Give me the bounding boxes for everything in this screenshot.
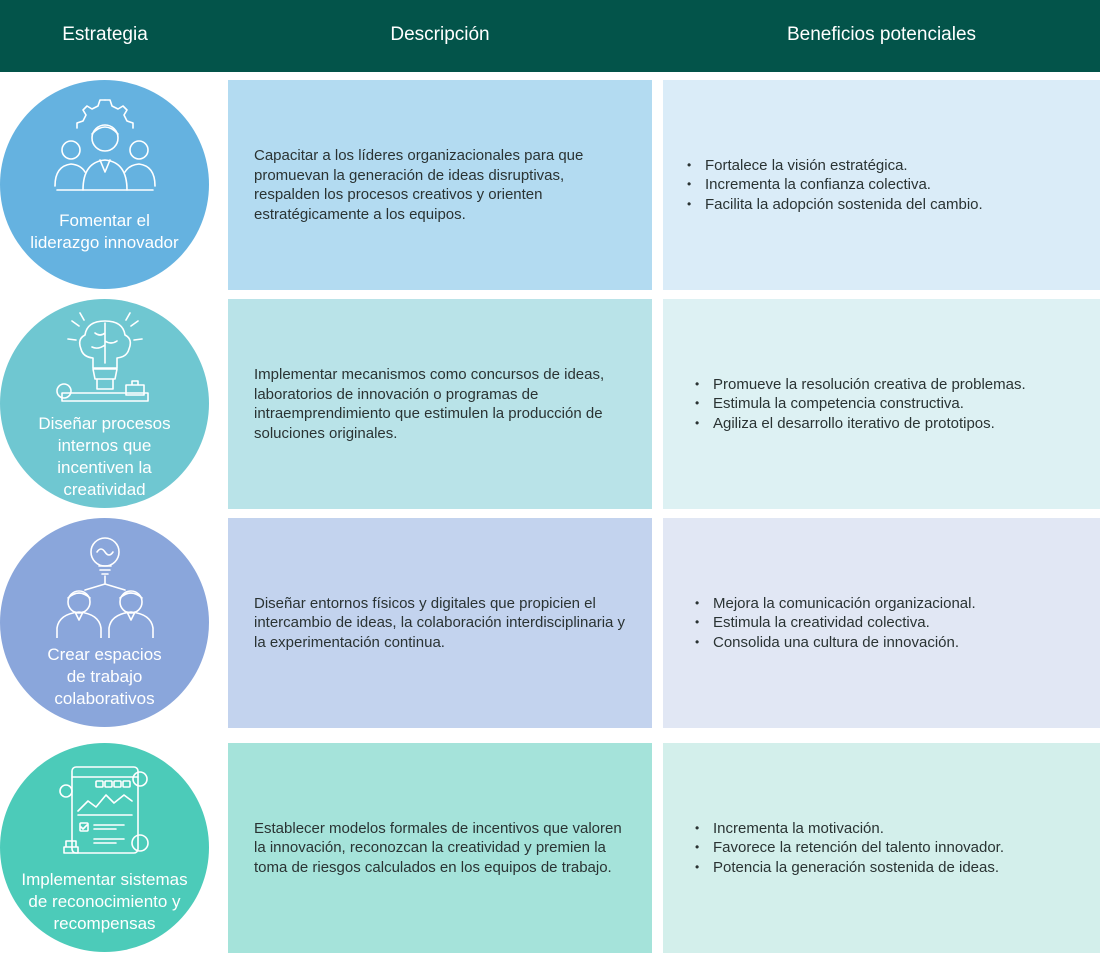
benefit-item: Potencia la generación sostenida de idea… bbox=[695, 858, 1004, 878]
description-cell: Establecer modelos formales de incentivo… bbox=[228, 743, 652, 953]
table-row: Diseñar procesos internos que incentiven… bbox=[0, 299, 1100, 509]
strategy-label-line: de trabajo bbox=[66, 667, 143, 686]
strategy-label-line: recompensas bbox=[53, 914, 156, 933]
description-text: Implementar mecanismos como concursos de… bbox=[254, 366, 605, 442]
benefits-list: Promueve la resolución creativa de probl… bbox=[695, 375, 1026, 434]
benefits-cell: Incrementa la motivación. Favorece la re… bbox=[663, 743, 1100, 953]
table-row: Implementar sistemas de reconocimiento y… bbox=[0, 743, 1100, 953]
table-row: Crear espacios de trabajo colaborativos … bbox=[0, 518, 1100, 728]
strategy-circle: Implementar sistemas de reconocimiento y… bbox=[0, 743, 209, 952]
strategy-label-line: Fomentar el bbox=[59, 211, 150, 230]
benefits-list: Fortalece la visión estratégica. Increme… bbox=[687, 156, 983, 215]
dashboard-reward-icon bbox=[58, 766, 149, 854]
description-cell: Capacitar a los líderes organizacionales… bbox=[228, 80, 652, 290]
strategy-circle: Fomentar el liderazgo innovador bbox=[0, 80, 209, 289]
description-text: Establecer modelos formales de incentivo… bbox=[254, 819, 622, 876]
strategy-label-line: creatividad bbox=[63, 480, 146, 499]
description-text: Capacitar a los líderes organizacionales… bbox=[254, 147, 584, 223]
header-description: Descripción bbox=[390, 24, 490, 45]
benefit-item: Estimula la competencia constructiva. bbox=[695, 394, 1026, 414]
description-cell: Implementar mecanismos como concursos de… bbox=[228, 299, 652, 509]
header-strategy: Estrategia bbox=[62, 24, 148, 45]
description-text: Diseñar entornos físicos y digitales que… bbox=[254, 594, 626, 651]
strategy-circle: Crear espacios de trabajo colaborativos bbox=[0, 518, 209, 727]
leadership-team-gear-icon bbox=[53, 99, 156, 191]
benefits-cell: Promueve la resolución creativa de probl… bbox=[663, 299, 1100, 509]
strategy-label-line: incentiven la bbox=[57, 458, 152, 477]
collaboration-people-bulb-icon bbox=[55, 537, 154, 638]
benefits-list: Mejora la comunicación organizacional. E… bbox=[695, 594, 976, 653]
benefit-item: Mejora la comunicación organizacional. bbox=[695, 594, 976, 614]
benefit-item: Facilita la adopción sostenida del cambi… bbox=[687, 195, 983, 215]
strategy-label-line: Implementar sistemas bbox=[21, 870, 188, 889]
strategy-label-line: de reconocimiento y bbox=[28, 892, 181, 911]
strategy-circle: Diseñar procesos internos que incentiven… bbox=[0, 299, 209, 508]
strategy-label-line: colaborativos bbox=[54, 689, 155, 708]
benefit-item: Incrementa la confianza colectiva. bbox=[687, 175, 983, 195]
benefit-item: Agiliza el desarrollo iterativo de proto… bbox=[695, 414, 1026, 434]
table-header: Estrategia Descripción Beneficios potenc… bbox=[0, 0, 1100, 72]
benefit-item: Favorece la retención del talento innova… bbox=[695, 838, 1004, 858]
header-benefits: Beneficios potenciales bbox=[786, 24, 977, 45]
benefit-item: Estimula la creatividad colectiva. bbox=[695, 613, 976, 633]
benefit-item: Promueve la resolución creativa de probl… bbox=[695, 375, 1026, 395]
benefit-item: Consolida una cultura de innovación. bbox=[695, 633, 976, 653]
benefit-item: Fortalece la visión estratégica. bbox=[687, 156, 983, 176]
description-cell: Diseñar entornos físicos y digitales que… bbox=[228, 518, 652, 728]
table-row: Fomentar el liderazgo innovador Capacita… bbox=[0, 80, 1100, 290]
benefits-cell: Mejora la comunicación organizacional. E… bbox=[663, 518, 1100, 728]
strategy-label-line: Diseñar procesos bbox=[38, 414, 171, 433]
benefits-cell: Fortalece la visión estratégica. Increme… bbox=[663, 80, 1100, 290]
strategy-label-line: Crear espacios bbox=[47, 645, 162, 664]
benefits-list: Incrementa la motivación. Favorece la re… bbox=[695, 819, 1004, 878]
brain-lightbulb-icon bbox=[55, 312, 149, 402]
strategy-label-line: internos que bbox=[57, 436, 152, 455]
strategy-label-line: liderazgo innovador bbox=[30, 233, 179, 252]
benefit-item: Incrementa la motivación. bbox=[695, 819, 1004, 839]
